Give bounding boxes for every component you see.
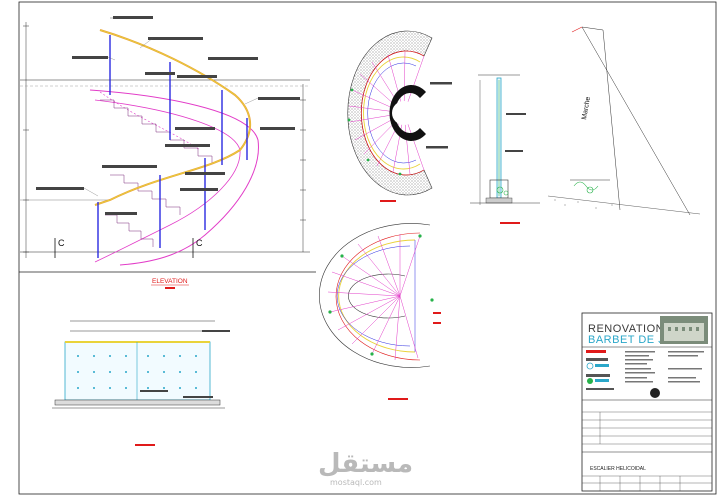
watermark-arabic: مستقل — [318, 449, 413, 479]
guardrail-elevation — [52, 320, 230, 446]
watermark-latin: mostaql.com — [330, 478, 382, 487]
elevation-callouts — [36, 16, 300, 215]
section-mark-left: C — [58, 238, 65, 248]
sheet-frame — [18, 1, 717, 495]
elevation-view: C C ELEVATION — [20, 16, 310, 289]
tread-section: Marche — [547, 26, 701, 216]
plan-view-lower — [319, 223, 441, 400]
project-title-line1: RENOVATION — [588, 323, 664, 335]
post-detail — [470, 74, 540, 224]
plan-view-upper — [347, 30, 452, 202]
section-label: Marche — [581, 96, 592, 120]
title-block: RENOVATION BARBET DE JOUY — [581, 312, 713, 492]
elevation-title: ELEVATION — [152, 278, 188, 285]
sheet-title: ESCALIER HELICOIDAL — [590, 466, 646, 472]
watermark: مستقل mostaql.com — [318, 449, 413, 487]
partner-logos — [586, 350, 660, 398]
section-mark-right: C — [196, 238, 203, 248]
